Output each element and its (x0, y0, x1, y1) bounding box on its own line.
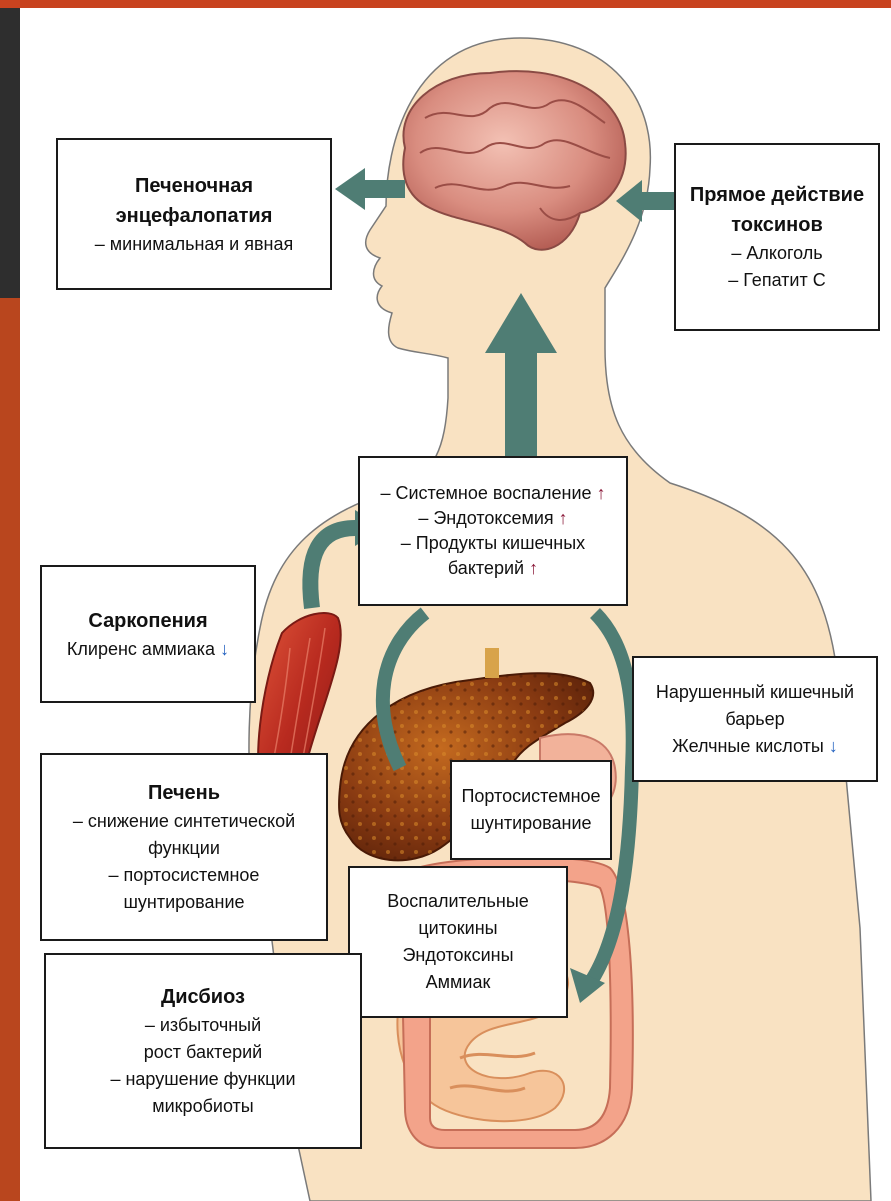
encephalopathy-box: Печеночная энцефалопатия – минимальная и… (56, 138, 332, 290)
encephalopathy-title-1: Печеночная (135, 171, 253, 201)
systemic-box: – Системное воспаление ↑ – Эндотоксемия … (358, 456, 628, 606)
sarcopenia-line-1-text: Клиренс аммиака (67, 639, 215, 659)
portosystemic-box: Портосистемное шунтирование (450, 760, 612, 860)
barrier-line-3: Желчные кислоты ↓ (672, 733, 838, 760)
liver-line-4: шунтирование (123, 889, 244, 916)
inflammatory-line-4: Аммиак (426, 969, 491, 996)
systemic-line-4-text: бактерий (448, 558, 524, 578)
up-arrow-icon: ↑ (529, 558, 538, 578)
systemic-line-4: бактерий ↑ (448, 556, 538, 581)
portosystemic-line-1: Портосистемное (461, 783, 600, 810)
toxins-line-1: – Алкоголь (731, 240, 822, 267)
dysbiosis-box: Дисбиоз – избыточный рост бактерий – нар… (44, 953, 362, 1149)
systemic-line-3: – Продукты кишечных (401, 531, 585, 556)
barrier-line-3-text: Желчные кислоты (672, 736, 824, 756)
dysbiosis-line-4: микробиоты (152, 1093, 254, 1120)
left-dark-strip (0, 8, 20, 298)
liver-box: Печень – снижение синтетической функции … (40, 753, 328, 941)
toxins-title-1: Прямое действие (690, 180, 864, 210)
sarcopenia-line-1: Клиренс аммиака ↓ (67, 636, 229, 663)
barrier-line-2: барьер (725, 706, 784, 733)
systemic-line-1-text: – Системное воспаление (380, 483, 591, 503)
portosystemic-line-2: шунтирование (470, 810, 591, 837)
dysbiosis-line-2: рост бактерий (144, 1039, 262, 1066)
liver-line-3: – портосистемное (109, 862, 260, 889)
left-orange-strip (0, 298, 20, 1201)
top-accent-bar (0, 0, 891, 8)
barrier-box: Нарушенный кишечный барьер Желчные кисло… (632, 656, 878, 782)
dysbiosis-title: Дисбиоз (161, 982, 245, 1012)
inflammatory-line-3: Эндотоксины (402, 942, 513, 969)
up-arrow-icon: ↑ (597, 483, 606, 503)
liver-line-1: – снижение синтетической (73, 808, 295, 835)
inflammatory-box: Воспалительные цитокины Эндотоксины Амми… (348, 866, 568, 1018)
liver-line-2: функции (148, 835, 220, 862)
dysbiosis-line-1: – избыточный (145, 1012, 261, 1039)
systemic-line-2: – Эндотоксемия ↑ (418, 506, 567, 531)
toxins-line-2: – Гепатит С (728, 267, 825, 294)
systemic-line-2-text: – Эндотоксемия (418, 508, 553, 528)
down-arrow-icon: ↓ (829, 736, 838, 756)
encephalopathy-line-1: – минимальная и явная (95, 231, 293, 258)
inflammatory-line-1: Воспалительные (387, 888, 529, 915)
systemic-line-1: – Системное воспаление ↑ (380, 481, 605, 506)
liver-title: Печень (148, 778, 220, 808)
dysbiosis-line-3: – нарушение функции (110, 1066, 295, 1093)
up-arrow-icon: ↑ (559, 508, 568, 528)
encephalopathy-title-2: энцефалопатия (116, 201, 273, 231)
barrier-line-1: Нарушенный кишечный (656, 679, 854, 706)
inflammatory-line-2: цитокины (418, 915, 497, 942)
down-arrow-icon: ↓ (220, 639, 229, 659)
toxins-title-2: токсинов (731, 210, 823, 240)
sarcopenia-title: Саркопения (88, 606, 207, 636)
sarcopenia-box: Саркопения Клиренс аммиака ↓ (40, 565, 256, 703)
toxins-box: Прямое действие токсинов – Алкоголь – Ге… (674, 143, 880, 331)
diagram-slide: Печеночная энцефалопатия – минимальная и… (20, 8, 891, 1201)
